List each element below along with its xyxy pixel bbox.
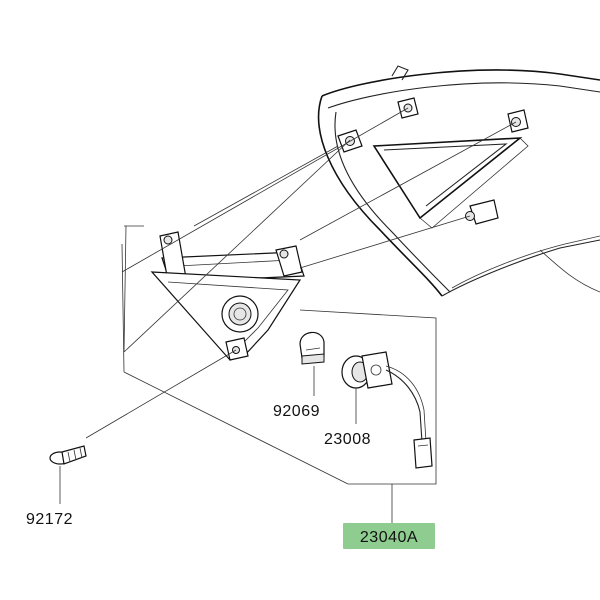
fairing-panel <box>317 65 600 297</box>
part-number-92172: 92172 <box>26 511 73 528</box>
mounting-boss-lower <box>465 199 499 225</box>
assembly-highlight <box>343 523 435 549</box>
part-number-23040A: 23040A <box>360 529 418 546</box>
mounting-boss-right <box>507 109 529 133</box>
leader-lines <box>59 107 517 524</box>
socket-wiring-part <box>341 351 433 469</box>
turn-signal-housing <box>150 231 305 361</box>
screw-part <box>49 445 87 465</box>
part-number-92069: 92069 <box>273 403 320 420</box>
bulb-part <box>299 331 325 365</box>
part-number-23008: 23008 <box>324 431 371 448</box>
